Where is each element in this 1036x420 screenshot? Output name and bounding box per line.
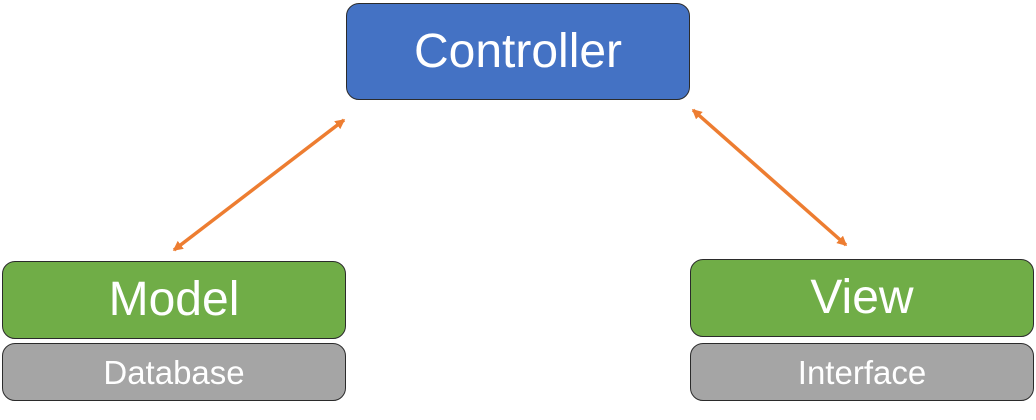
view-box: View [690, 259, 1034, 337]
model-box: Model [2, 261, 346, 339]
model-label: Model [108, 273, 240, 326]
database-box: Database [2, 343, 346, 401]
controller-box: Controller [346, 3, 690, 100]
interface-label: Interface [797, 353, 927, 391]
controller-model-arrow [172, 118, 346, 252]
controller-label: Controller [413, 24, 623, 78]
interface-box: Interface [690, 343, 1034, 401]
view-label: View [810, 271, 914, 324]
controller-view-arrow [691, 108, 848, 247]
database-label: Database [103, 353, 245, 391]
